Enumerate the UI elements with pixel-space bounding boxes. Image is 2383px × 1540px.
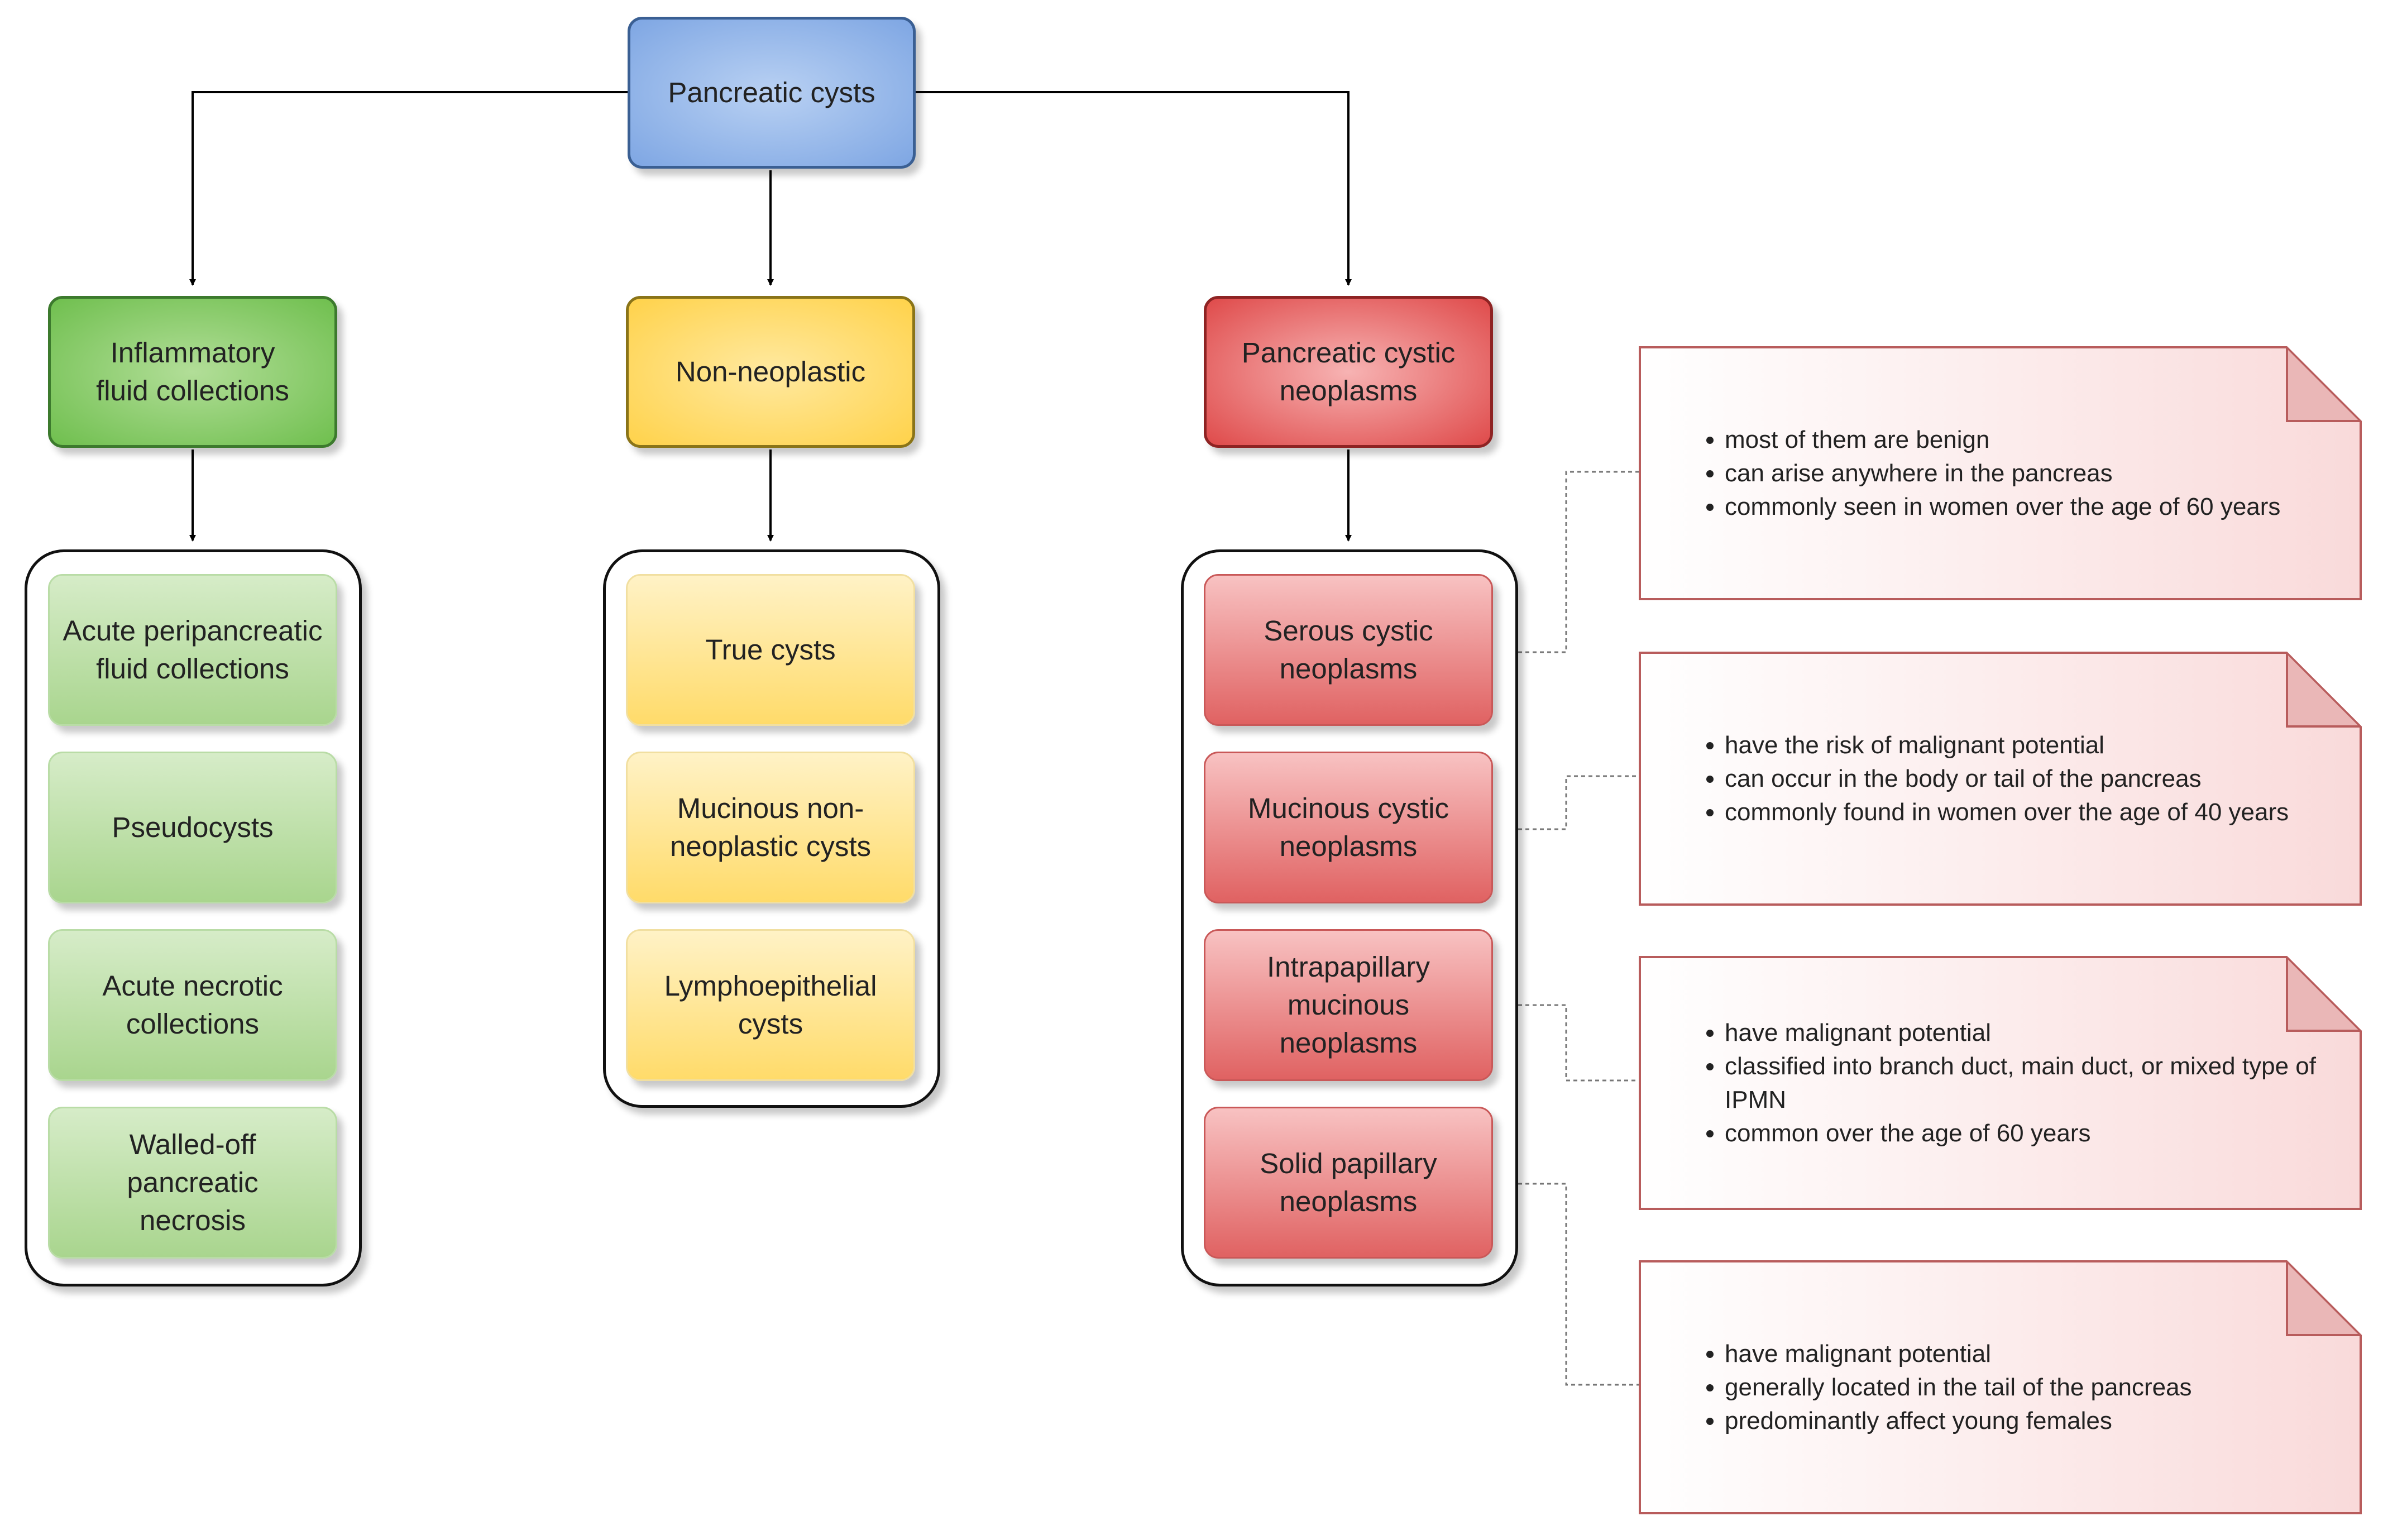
item-acute-necrotic-collections: Acute necrotic collections [48, 929, 337, 1081]
note-bullet: can arise anywhere in the pancreas [1725, 457, 2351, 490]
note-link-solid [1496, 1183, 1639, 1386]
note-bullet: have the risk of malignant potential [1725, 729, 2351, 762]
item-acute-peripancreatic-fluid-collections: Acute peripancreatic fluid collections [48, 574, 337, 726]
item-walled-off-pancreatic-necrosis: Walled-off pancreatic necrosis [48, 1107, 337, 1259]
note-fold-icon [1639, 346, 2362, 600]
connector-root-to-neoplastic [916, 91, 1352, 286]
note-bullet: most of them are benign [1725, 423, 2351, 457]
note-bullet: common over the age of 60 years [1725, 1117, 2351, 1150]
note-bullet: can occur in the body or tail of the pan… [1725, 762, 2351, 796]
item-serous-cystic-neoplasms: Serous cystic neoplasms [1204, 574, 1493, 726]
note-bullet: have malignant potential [1725, 1337, 2351, 1371]
note-list: most of them are benign can arise anywhe… [1689, 346, 2351, 600]
item-lymphoepithelial-cysts: Lymphoepithelial cysts [626, 929, 915, 1081]
connector-root-to-inflammatory [189, 91, 628, 286]
note-list: have the risk of malignant potential can… [1689, 652, 2351, 906]
category-pancreatic-cystic-neoplasms: Pancreatic cystic neoplasms [1204, 296, 1493, 448]
note-bullet: have malignant potential [1725, 1016, 2351, 1050]
note-bullet: commonly seen in women over the age of 6… [1725, 490, 2351, 524]
note-bullet: predominantly affect young females [1725, 1404, 2351, 1438]
root-node: Pancreatic cysts [628, 17, 916, 169]
note-list: have malignant potential generally locat… [1689, 1260, 2351, 1514]
item-solid-papillary-neoplasms: Solid papillary neoplasms [1204, 1107, 1493, 1259]
note-link-mucinous [1496, 775, 1639, 830]
item-true-cysts: True cysts [626, 574, 915, 726]
note-fold-icon [1639, 956, 2362, 1210]
note-fold-icon [1639, 652, 2362, 906]
note-serous-cystic-neoplasms: most of them are benign can arise anywhe… [1639, 346, 2362, 600]
category-non-neoplastic: Non-neoplastic [626, 296, 915, 448]
note-list: have malignant potential classified into… [1689, 956, 2351, 1210]
note-solid-papillary-neoplasms: have malignant potential generally locat… [1639, 1260, 2362, 1514]
note-link-serous [1496, 471, 1639, 653]
note-bullet: classified into branch duct, main duct, … [1725, 1050, 2351, 1117]
note-bullet: commonly found in women over the age of … [1725, 796, 2351, 829]
item-mucinous-non-neoplastic-cysts: Mucinous non- neoplastic cysts [626, 752, 915, 903]
note-intrapapillary-mucinous-neoplasms: have malignant potential classified into… [1639, 956, 2362, 1210]
note-bullet: generally located in the tail of the pan… [1725, 1371, 2351, 1404]
note-mucinous-cystic-neoplasms: have the risk of malignant potential can… [1639, 652, 2362, 906]
item-intrapapillary-mucinous-neoplasms: Intrapapillary mucinous neoplasms [1204, 929, 1493, 1081]
note-fold-icon [1639, 1260, 2362, 1514]
item-mucinous-cystic-neoplasms: Mucinous cystic neoplasms [1204, 752, 1493, 903]
item-pseudocysts: Pseudocysts [48, 752, 337, 903]
category-inflammatory-fluid-collections: Inflammatory fluid collections [48, 296, 337, 448]
note-link-ipmn [1496, 1004, 1639, 1082]
